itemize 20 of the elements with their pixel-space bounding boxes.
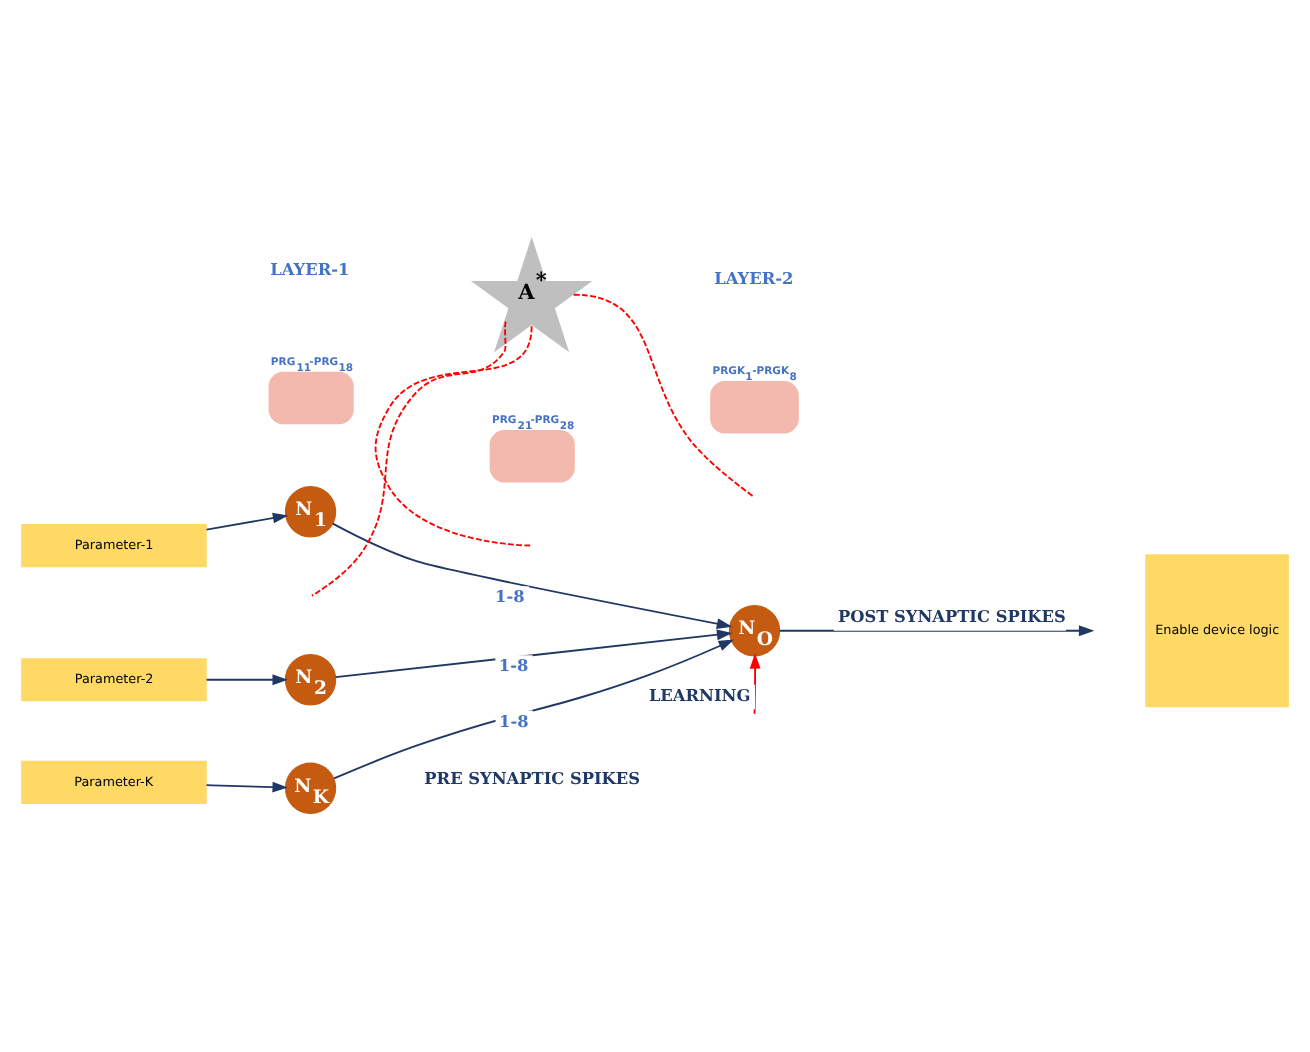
node-box	[268, 371, 354, 425]
edge-label: LEARNING	[648, 684, 751, 705]
label: LAYER-2	[714, 267, 794, 288]
edge-label: 1-8	[495, 586, 525, 607]
edge-label: 1-8	[498, 655, 529, 676]
label: PRE SYNAPTIC SPIKES	[424, 768, 641, 789]
connector	[572, 293, 755, 498]
arrow	[205, 674, 288, 686]
edge-label: 1-8	[499, 710, 529, 731]
arrow	[333, 639, 735, 780]
label: LAYER-1	[270, 258, 350, 279]
node-box	[489, 430, 575, 483]
node-box	[710, 381, 799, 434]
connector	[374, 325, 533, 547]
arrow	[749, 653, 761, 715]
edge-label: POST SYNAPTIC SPIKES	[837, 606, 1066, 627]
arrow	[331, 522, 733, 630]
connector	[310, 320, 507, 597]
arrow	[205, 512, 289, 531]
arrow	[205, 781, 288, 793]
